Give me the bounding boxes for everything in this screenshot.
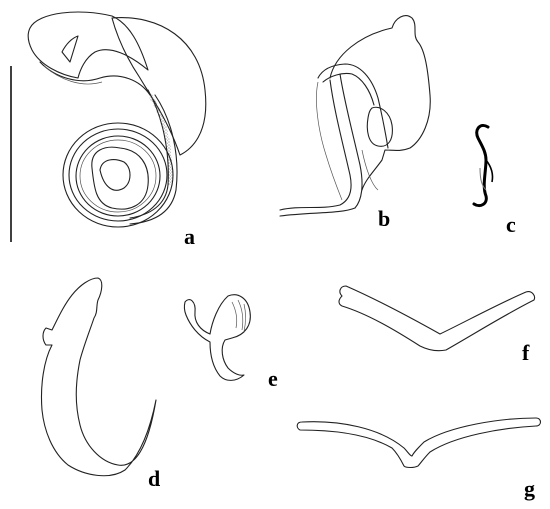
panel-label-b: b — [378, 206, 390, 231]
panel-f-drawing — [338, 285, 536, 352]
panel-label-c: c — [506, 212, 516, 237]
panel-label-f: f — [522, 340, 530, 365]
panel-label-g: g — [524, 476, 535, 501]
panel-label-a: a — [184, 224, 195, 249]
panel-c-drawing — [472, 123, 494, 208]
panel-d-drawing — [40, 277, 157, 477]
panel-b-drawing — [279, 15, 431, 217]
panel-label-d: d — [148, 466, 160, 491]
panel-label-e: e — [268, 366, 278, 391]
panel-e-drawing — [183, 294, 251, 381]
panel-g-drawing — [296, 417, 542, 469]
panel-a-drawing — [27, 11, 207, 228]
